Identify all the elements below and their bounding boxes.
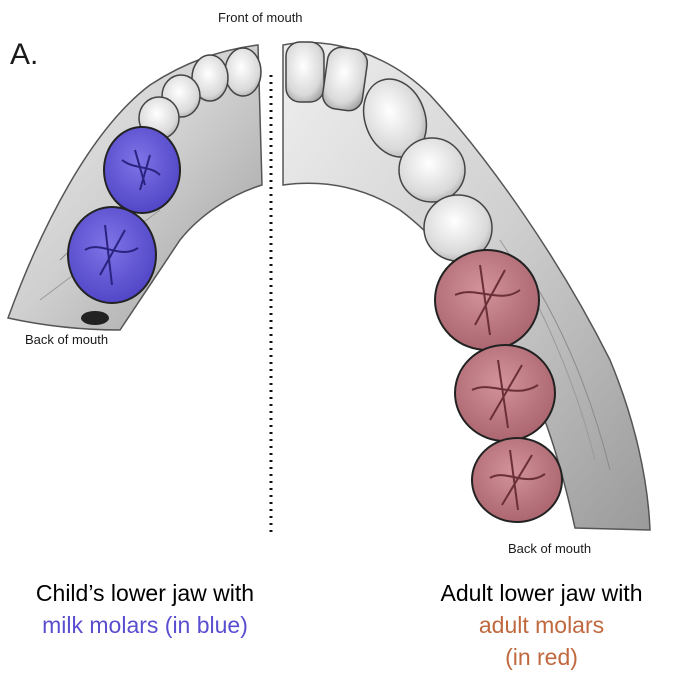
back-of-mouth-label-left: Back of mouth <box>25 332 108 347</box>
adult-jaw-caption: Adult lower jaw with adult molars (in re… <box>405 577 678 673</box>
milk-molar-2 <box>68 207 156 303</box>
panel-label: A. <box>10 38 38 72</box>
milk-molar-1 <box>104 127 180 213</box>
child-caption-line1: Child’s lower jaw with <box>0 577 290 609</box>
adult-molar-2 <box>455 345 555 441</box>
adult-jaw <box>283 42 650 530</box>
child-jaw <box>8 45 262 330</box>
adult-caption-line2: adult molars <box>405 609 678 641</box>
adult-molar-1 <box>435 250 539 350</box>
back-of-mouth-label-right: Back of mouth <box>508 541 591 556</box>
adult-caption-line3: (in red) <box>405 641 678 673</box>
child-jaw-caption: Child’s lower jaw with milk molars (in b… <box>0 577 290 641</box>
front-of-mouth-label: Front of mouth <box>218 10 303 25</box>
child-caption-line2: milk molars (in blue) <box>0 609 290 641</box>
adult-caption-line1: Adult lower jaw with <box>405 577 678 609</box>
adult-molar-3 <box>472 438 562 522</box>
